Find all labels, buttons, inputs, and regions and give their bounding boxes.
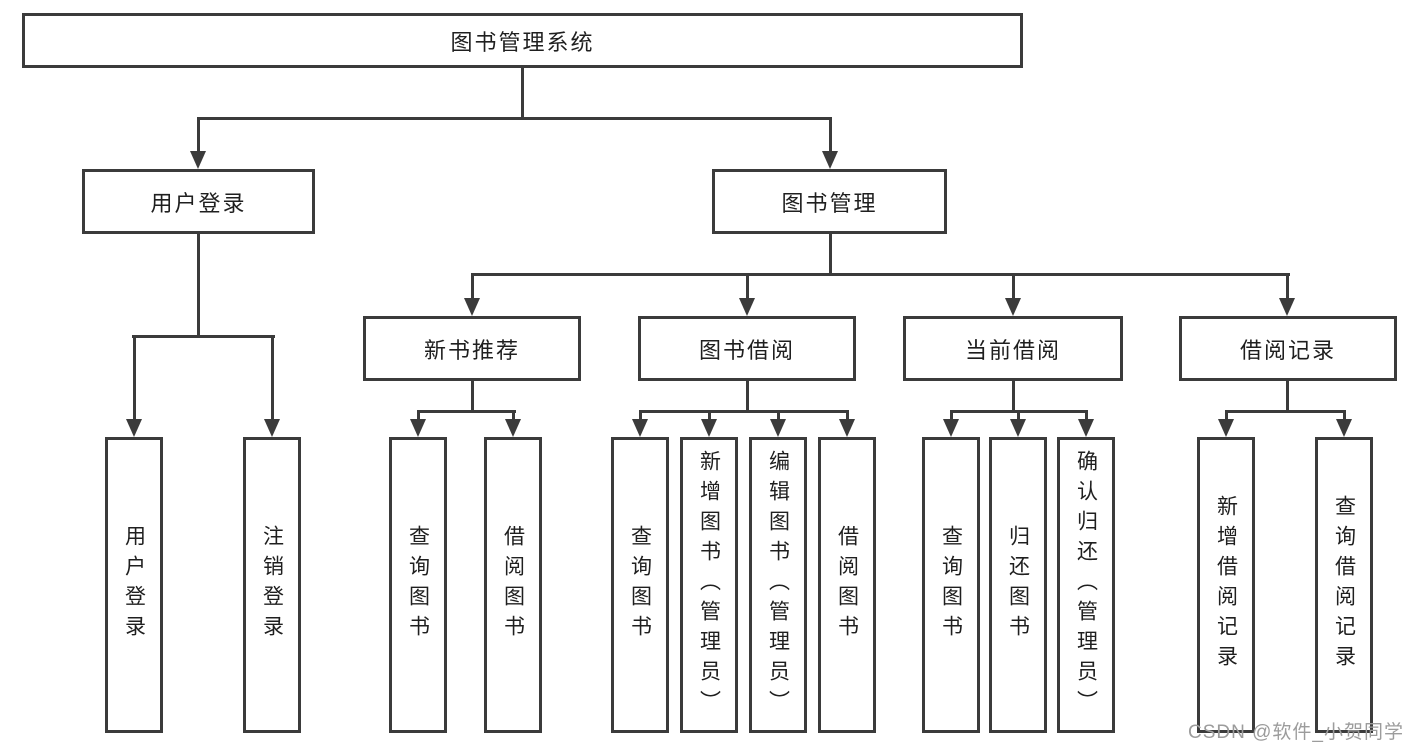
connector-borrow-records-children-bar bbox=[1225, 410, 1346, 413]
node-book-borrow: 图书借阅 bbox=[638, 316, 856, 381]
node-new-books: 新书推荐 bbox=[363, 316, 581, 381]
node-leaf-add-borrow-record: 新增借阅记录 bbox=[1197, 437, 1255, 733]
connector-to-book-mgmt bbox=[829, 117, 832, 152]
connector-book-mgmt-stem bbox=[829, 233, 832, 276]
connector-level3-bar bbox=[471, 273, 1290, 276]
watermark: CSDN @软件_小贺同学 bbox=[1188, 722, 1404, 743]
node-book-mgmt-label: 图书管理 bbox=[781, 190, 878, 216]
node-leaf-logout-label: 注销登录 bbox=[260, 525, 284, 645]
connector-new-books-children-bar bbox=[417, 410, 516, 413]
node-borrow-records: 借阅记录 bbox=[1179, 316, 1397, 381]
node-leaf-user-login-label: 用户登录 bbox=[122, 525, 146, 645]
connector-book-borrow-children-bar bbox=[639, 410, 849, 413]
node-leaf-add-borrow-record-label: 新增借阅记录 bbox=[1214, 495, 1238, 675]
connector-user-login-children-bar bbox=[132, 335, 275, 338]
node-leaf-return-book: 归还图书 bbox=[989, 437, 1047, 733]
connector-to-leaf-query-3 bbox=[950, 410, 953, 421]
node-book-mgmt: 图书管理 bbox=[712, 169, 947, 234]
node-leaf-add-book-admin: 新增图书（管理员） bbox=[680, 437, 738, 733]
connector-to-leaf-query-2 bbox=[639, 410, 642, 421]
arrowhead-to-user-login-icon bbox=[190, 151, 206, 169]
arrowhead-to-leaf-borrow-2-icon bbox=[839, 419, 855, 437]
connector-borrow-records-stem bbox=[1286, 380, 1289, 413]
connector-to-leaf-add-book bbox=[708, 410, 711, 421]
arrowhead-to-leaf-login-icon bbox=[126, 419, 142, 437]
arrowhead-to-borrow-records-icon bbox=[1279, 298, 1295, 316]
node-book-borrow-label: 图书借阅 bbox=[698, 337, 795, 363]
node-current-borrow: 当前借阅 bbox=[903, 316, 1123, 381]
connector-root-stem bbox=[521, 68, 524, 120]
connector-to-leaf-edit-book bbox=[777, 410, 780, 421]
node-current-borrow-label: 当前借阅 bbox=[964, 337, 1061, 363]
node-new-books-label: 新书推荐 bbox=[423, 337, 520, 363]
node-leaf-query-books-3-label: 查询图书 bbox=[939, 525, 963, 645]
node-leaf-borrow-books-1-label: 借阅图书 bbox=[501, 525, 525, 645]
node-leaf-query-borrow-record-label: 查询借阅记录 bbox=[1332, 495, 1356, 675]
arrowhead-to-leaf-query-3-icon bbox=[943, 419, 959, 437]
node-user-login-label: 用户登录 bbox=[150, 190, 247, 216]
arrowhead-to-leaf-return-book-icon bbox=[1010, 419, 1026, 437]
node-leaf-borrow-books-2: 借阅图书 bbox=[818, 437, 876, 733]
connector-to-leaf-borrow-2 bbox=[846, 410, 849, 421]
node-leaf-query-books-1: 查询图书 bbox=[389, 437, 447, 733]
connector-to-current-borrow bbox=[1012, 273, 1015, 300]
node-leaf-query-books-2-label: 查询图书 bbox=[628, 525, 652, 645]
connector-to-leaf-add-record bbox=[1225, 410, 1228, 421]
node-leaf-borrow-books-1: 借阅图书 bbox=[484, 437, 542, 733]
connector-to-new-books bbox=[471, 273, 474, 300]
arrowhead-to-current-borrow-icon bbox=[1005, 298, 1021, 316]
node-leaf-user-login: 用户登录 bbox=[105, 437, 163, 733]
node-root-label: 图书管理系统 bbox=[450, 29, 595, 55]
node-borrow-records-label: 借阅记录 bbox=[1239, 337, 1336, 363]
connector-root-children-bar bbox=[197, 117, 832, 120]
connector-current-borrow-stem bbox=[1012, 380, 1015, 413]
node-leaf-query-books-3: 查询图书 bbox=[922, 437, 980, 733]
arrowhead-to-leaf-query-record-icon bbox=[1336, 419, 1352, 437]
connector-to-user-login bbox=[197, 117, 200, 152]
arrowhead-to-new-books-icon bbox=[464, 298, 480, 316]
connector-new-books-stem bbox=[471, 380, 474, 413]
arrowhead-to-book-mgmt-icon bbox=[822, 151, 838, 169]
arrowhead-to-leaf-query-1-icon bbox=[410, 419, 426, 437]
connector-to-book-borrow bbox=[746, 273, 749, 300]
arrowhead-to-leaf-edit-book-icon bbox=[770, 419, 786, 437]
arrowhead-to-leaf-confirm-return-icon bbox=[1078, 419, 1094, 437]
arrowhead-to-leaf-borrow-1-icon bbox=[505, 419, 521, 437]
node-leaf-add-book-admin-label: 新增图书（管理员） bbox=[697, 450, 721, 720]
node-root: 图书管理系统 bbox=[22, 13, 1023, 68]
arrowhead-to-leaf-query-2-icon bbox=[632, 419, 648, 437]
connector-to-borrow-records bbox=[1286, 273, 1289, 300]
connector-book-borrow-stem bbox=[746, 380, 749, 413]
node-leaf-logout: 注销登录 bbox=[243, 437, 301, 733]
arrowhead-to-leaf-add-book-icon bbox=[701, 419, 717, 437]
connector-to-leaf-borrow-1 bbox=[512, 410, 515, 421]
node-leaf-edit-book-admin: 编辑图书（管理员） bbox=[749, 437, 807, 733]
arrowhead-to-leaf-logout-icon bbox=[264, 419, 280, 437]
node-leaf-query-books-1-label: 查询图书 bbox=[406, 525, 430, 645]
connector-to-leaf-logout bbox=[271, 335, 274, 421]
connector-to-leaf-query-1 bbox=[417, 410, 420, 421]
node-leaf-confirm-return-admin: 确认归还（管理员） bbox=[1057, 437, 1115, 733]
node-leaf-edit-book-admin-label: 编辑图书（管理员） bbox=[766, 450, 790, 720]
node-leaf-query-borrow-record: 查询借阅记录 bbox=[1315, 437, 1373, 733]
connector-to-leaf-query-record bbox=[1343, 410, 1346, 421]
connector-to-leaf-confirm-return bbox=[1085, 410, 1088, 421]
node-user-login: 用户登录 bbox=[82, 169, 315, 234]
node-leaf-return-book-label: 归还图书 bbox=[1006, 525, 1030, 645]
connector-user-login-stem bbox=[197, 233, 200, 338]
arrowhead-to-leaf-add-record-icon bbox=[1218, 419, 1234, 437]
node-leaf-confirm-return-admin-label: 确认归还（管理员） bbox=[1074, 450, 1098, 720]
connector-to-leaf-return-book bbox=[1017, 410, 1020, 421]
arrowhead-to-book-borrow-icon bbox=[739, 298, 755, 316]
node-leaf-query-books-2: 查询图书 bbox=[611, 437, 669, 733]
node-leaf-borrow-books-2-label: 借阅图书 bbox=[835, 525, 859, 645]
connector-to-leaf-login bbox=[133, 335, 136, 421]
